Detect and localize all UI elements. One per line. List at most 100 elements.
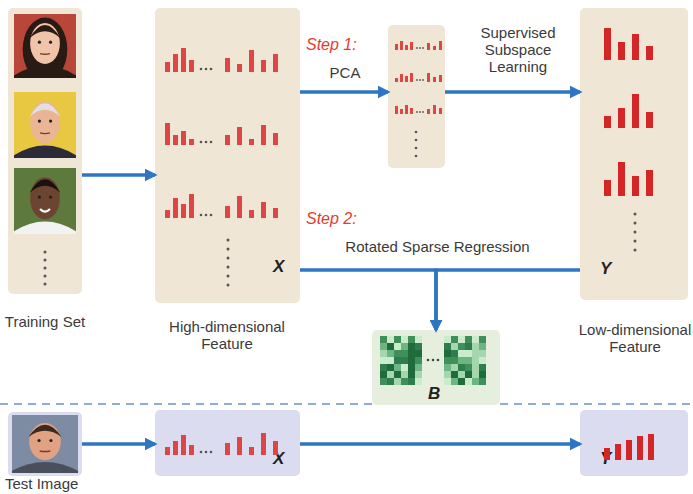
dot — [427, 359, 430, 362]
matrix-cell — [444, 357, 451, 364]
face — [30, 177, 60, 219]
matrix-cell — [465, 336, 472, 343]
histogram-bar — [261, 202, 266, 218]
matrix-cell — [415, 357, 422, 364]
histogram-bar — [618, 108, 625, 128]
matrix-cell — [444, 336, 451, 343]
histogram-bar — [165, 210, 170, 218]
matrix-cell — [394, 364, 401, 371]
matrix-cell — [408, 343, 415, 350]
dot — [419, 79, 421, 81]
histogram-bar — [646, 170, 653, 196]
matrix-cell — [415, 343, 422, 350]
image-set-box: Training Set — [8, 8, 82, 294]
dot — [200, 141, 203, 144]
photo-background — [14, 168, 76, 234]
dot — [44, 251, 47, 254]
histogram — [604, 162, 653, 196]
matrix-cell — [444, 378, 451, 385]
matrix-cell — [387, 357, 394, 364]
dot — [634, 213, 637, 216]
test-image-box: Test Image — [8, 412, 82, 476]
dot — [422, 111, 424, 113]
histogram — [225, 196, 278, 218]
histogram-bar — [637, 436, 643, 460]
histogram-bar — [439, 108, 442, 114]
histogram-bar — [181, 131, 186, 145]
histogram-bar — [400, 74, 403, 82]
ellipsis-dots — [227, 239, 230, 287]
ellipsis-dots — [200, 451, 213, 454]
histogram-bar — [648, 434, 654, 460]
histogram-bar — [189, 194, 194, 218]
histogram-bar — [273, 133, 278, 145]
flow-arrow — [82, 173, 155, 177]
histogram-bar — [433, 46, 436, 50]
matrix-cell — [394, 378, 401, 385]
ellipsis-dots — [427, 359, 440, 362]
dot — [210, 214, 213, 217]
matrix-cell — [408, 364, 415, 371]
histogram-bar — [225, 443, 230, 455]
matrix-cell — [479, 357, 486, 364]
mouth — [40, 450, 51, 452]
matrix-cell — [394, 371, 401, 378]
histogram-bar — [618, 42, 625, 60]
edge-label: Rotated Sparse Regression — [300, 238, 575, 255]
histogram-bar — [400, 109, 403, 114]
dot — [227, 275, 230, 278]
edge-label: Supervised Subspace Learning — [458, 24, 578, 75]
matrix-cell — [472, 336, 479, 343]
matrix-cell — [387, 336, 394, 343]
dot — [205, 451, 208, 454]
matrix-cell — [415, 371, 422, 378]
matrix-cell — [415, 364, 422, 371]
histogram-bar — [405, 45, 408, 50]
matrix-cell — [465, 371, 472, 378]
dot — [634, 231, 637, 234]
matrix-symbol: X — [273, 258, 295, 275]
face-photo — [14, 92, 76, 158]
matrix-cell — [479, 378, 486, 385]
dot — [205, 68, 208, 71]
ellipsis-dots — [416, 111, 424, 113]
matrix-symbol: Y — [600, 260, 622, 277]
dot — [419, 47, 421, 49]
matrix-symbol: X — [273, 450, 295, 467]
eye — [49, 195, 52, 198]
histogram-bar — [237, 196, 242, 218]
matrix-cell — [380, 350, 387, 357]
histogram-bar — [604, 448, 610, 460]
matrix-cell — [380, 378, 387, 385]
matrix-cell — [444, 364, 451, 371]
eye — [49, 439, 52, 442]
face-photo — [14, 14, 76, 78]
mouth — [40, 209, 50, 212]
histogram-bar — [427, 43, 430, 50]
feature-vector-box: Y — [580, 410, 688, 476]
shoulders — [14, 66, 76, 78]
flow-arrow — [300, 442, 580, 446]
flow-arrow — [300, 90, 388, 94]
separator-line — [500, 403, 693, 405]
ellipsis-dots — [415, 131, 418, 158]
dot — [437, 359, 440, 362]
photo-background — [14, 14, 76, 78]
matrix-cell — [415, 378, 422, 385]
hair — [30, 179, 61, 193]
ellipsis-dots — [416, 47, 424, 49]
matrix-cell — [479, 364, 486, 371]
matrix-cell — [472, 357, 479, 364]
matrix-cell — [451, 350, 458, 357]
dot — [200, 451, 203, 454]
histogram-bar — [249, 210, 254, 218]
histogram-bar — [646, 112, 653, 128]
feature-vector-box: X — [155, 410, 300, 476]
dot — [44, 283, 47, 286]
histogram-bar — [165, 447, 170, 455]
dot — [419, 111, 421, 113]
hair — [29, 425, 62, 437]
matrix-grid — [444, 336, 486, 385]
mouth — [40, 132, 50, 134]
